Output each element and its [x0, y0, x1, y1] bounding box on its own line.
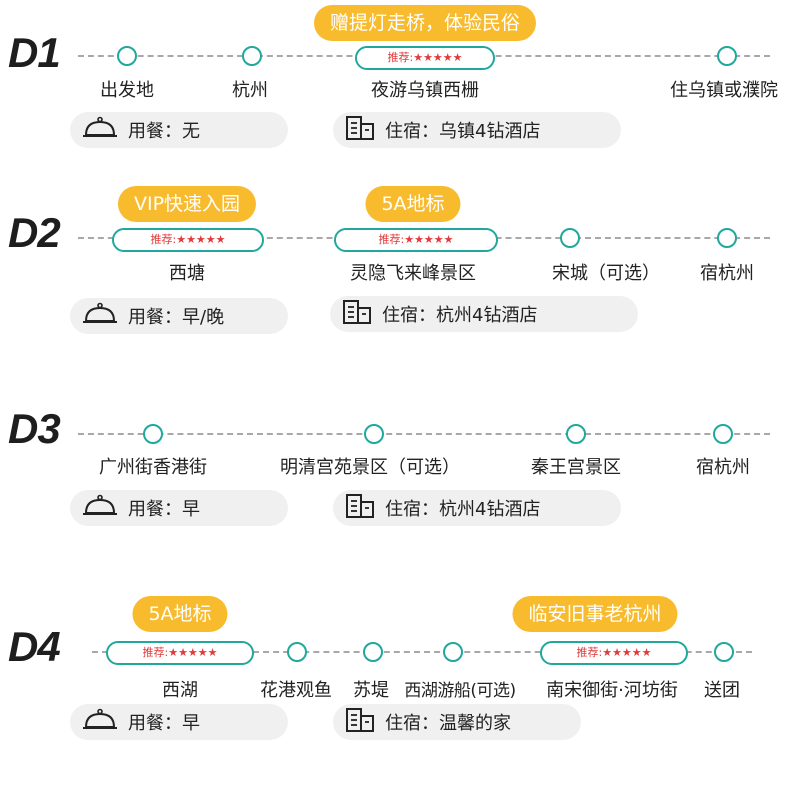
meal-info: 用餐：早 — [70, 704, 288, 740]
dome-cloche-icon — [82, 302, 128, 331]
recommend-badge: 推荐:★★★★★ — [355, 46, 495, 70]
lodging-info: 住宿：温馨的家 — [333, 704, 581, 740]
stop-node — [117, 46, 137, 66]
building-icon — [345, 707, 385, 738]
recommend-label: 推荐: — [576, 646, 603, 659]
meal-info: 用餐：早/晚 — [70, 298, 288, 334]
stop-node — [560, 228, 580, 248]
stop-node — [443, 642, 463, 662]
stop-node — [287, 642, 307, 662]
lodging-info: 住宿：杭州4钻酒店 — [330, 296, 638, 332]
stop-name: 宿杭州 — [696, 457, 750, 478]
stop-name: 宋城（可选） — [552, 263, 660, 284]
stop-node — [364, 424, 384, 444]
day-label: D2 — [8, 209, 61, 256]
stop-name: 宿杭州 — [700, 263, 754, 284]
building-icon — [342, 299, 382, 330]
tag-badge: 临安旧事老杭州 — [512, 596, 678, 632]
lodging-info: 住宿：乌镇4钻酒店 — [333, 112, 621, 148]
recommend-badge: 推荐:★★★★★ — [334, 228, 498, 252]
stop-name: 秦王宫景区 — [531, 457, 621, 478]
stop-node — [717, 46, 737, 66]
stop-name: 住乌镇或濮院 — [670, 80, 778, 101]
building-icon — [345, 493, 385, 524]
stop-name: 出发地 — [100, 80, 154, 101]
tag-badge: VIP快速入园 — [117, 186, 257, 222]
lodging-text: 住宿：杭州4钻酒店 — [385, 499, 541, 520]
dome-cloche-icon — [82, 708, 128, 737]
stop-name: 夜游乌镇西栅 — [371, 80, 479, 101]
stop-name: 灵隐飞来峰景区 — [350, 263, 476, 284]
stop-name: 花港观鱼 — [260, 680, 332, 701]
tag-badge: 赠提灯走桥，体验民俗 — [313, 5, 537, 41]
lodging-text: 住宿：乌镇4钻酒店 — [385, 121, 541, 142]
building-icon — [345, 115, 385, 146]
stop-node — [242, 46, 262, 66]
day-label: D4 — [8, 623, 61, 670]
stop-name: 南宋御街·河坊街 — [546, 680, 678, 701]
day-2: D2 VIP快速入园 5A地标 推荐:★★★★★ 推荐:★★★★★ 西塘 灵隐飞… — [0, 0, 800, 334]
day-3: D3 广州街香港街 明清宫苑景区（可选） 秦王宫景区 宿杭州 用餐：早 住宿：杭… — [0, 0, 800, 526]
recommend-badge: 推荐:★★★★★ — [106, 641, 254, 665]
recommend-label: 推荐: — [387, 51, 414, 64]
lodging-text: 住宿：杭州4钻酒店 — [382, 305, 538, 326]
tag-badge: 5A地标 — [132, 596, 228, 632]
stop-node — [566, 424, 586, 444]
stop-node — [143, 424, 163, 444]
dome-cloche-icon — [82, 494, 128, 523]
stop-node — [714, 642, 734, 662]
recommend-label: 推荐: — [378, 233, 405, 246]
stop-name: 送团 — [704, 680, 740, 701]
day-label: D3 — [8, 405, 61, 452]
meal-info: 用餐：早 — [70, 490, 288, 526]
day-label: D1 — [8, 29, 61, 76]
meal-text: 用餐：早/晚 — [128, 307, 225, 328]
meal-info: 用餐：无 — [70, 112, 288, 148]
recommend-label: 推荐: — [142, 646, 169, 659]
timeline-line — [78, 433, 770, 435]
star-rating: ★★★★★ — [404, 233, 454, 246]
day-4: D4 5A地标 临安旧事老杭州 推荐:★★★★★ 推荐:★★★★★ 西湖 花港观… — [0, 0, 800, 740]
tag-badge: 5A地标 — [365, 186, 461, 222]
meal-text: 用餐：无 — [128, 121, 200, 142]
lodging-info: 住宿：杭州4钻酒店 — [333, 490, 621, 526]
recommend-badge: 推荐:★★★★★ — [112, 228, 264, 252]
stop-name: 广州街香港街 — [99, 457, 207, 478]
timeline-line — [92, 651, 752, 653]
stop-name: 西塘 — [169, 263, 205, 284]
stop-name: 西湖游船(可选) — [404, 681, 516, 701]
stop-name: 西湖 — [162, 680, 198, 701]
stop-name: 杭州 — [232, 80, 268, 101]
star-rating: ★★★★★ — [413, 51, 463, 64]
dome-cloche-icon — [82, 116, 128, 145]
star-rating: ★★★★★ — [168, 646, 218, 659]
recommend-label: 推荐: — [150, 233, 177, 246]
stop-name: 苏堤 — [353, 680, 389, 701]
lodging-text: 住宿：温馨的家 — [385, 713, 511, 734]
stop-name: 明清宫苑景区（可选） — [280, 457, 460, 478]
meal-text: 用餐：早 — [128, 713, 200, 734]
stop-node — [713, 424, 733, 444]
day-1: D1 赠提灯走桥，体验民俗 推荐:★★★★★ 出发地 杭州 夜游乌镇西栅 住乌镇… — [0, 0, 800, 200]
star-rating: ★★★★★ — [602, 646, 652, 659]
stop-node — [717, 228, 737, 248]
recommend-badge: 推荐:★★★★★ — [540, 641, 688, 665]
meal-text: 用餐：早 — [128, 499, 200, 520]
star-rating: ★★★★★ — [176, 233, 226, 246]
stop-node — [363, 642, 383, 662]
